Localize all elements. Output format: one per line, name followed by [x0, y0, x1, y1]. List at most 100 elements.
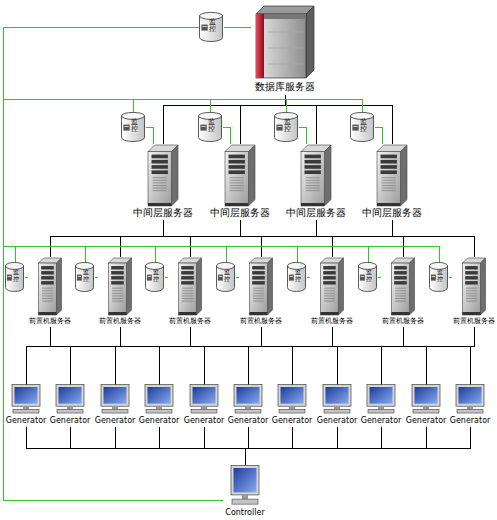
monitor-line: [4, 247, 298, 501]
monitor-glyph: [201, 126, 205, 128]
drive-bay: [305, 165, 321, 169]
shape-group: [323, 385, 351, 414]
node-shape: [49, 384, 91, 415]
node-label: 前置机服务器: [305, 315, 359, 326]
server-front: [109, 263, 127, 315]
network-line: [164, 220, 404, 257]
shape-group: [250, 258, 273, 315]
drive-bay: [252, 271, 265, 274]
shape-group: [6, 262, 24, 291]
network-line: [393, 220, 475, 257]
vent-line: [324, 293, 335, 294]
server-node: 中间层服务器: [209, 143, 271, 219]
vent-line: [253, 288, 264, 289]
node-shape: [167, 256, 213, 315]
monitor-cylinder: 监控: [287, 262, 306, 292]
network-line: [427, 327, 475, 385]
monitor-screen: [459, 387, 482, 404]
vent-line: [112, 293, 123, 294]
cylinder-body: [275, 116, 298, 142]
server-side: [248, 145, 255, 206]
network-line: [317, 220, 404, 257]
drive-bay: [305, 155, 321, 159]
vent-line: [382, 180, 396, 181]
network-line: [116, 327, 262, 385]
monitor-glyph: [123, 125, 129, 131]
monitor-line: [375, 128, 383, 144]
node-label: 中间层服务器: [128, 206, 198, 219]
drive-bay: [305, 160, 321, 164]
vent-line: [153, 190, 167, 191]
shape-group: [217, 262, 235, 291]
server-base: [148, 203, 171, 206]
network-line: [191, 327, 471, 385]
node-shape: [209, 143, 271, 206]
vent-line: [253, 293, 264, 294]
network-line: [191, 220, 393, 257]
node-label: Generator: [179, 415, 229, 426]
network-line: [333, 327, 427, 385]
network-line: [249, 327, 475, 385]
node-label: 前置机服务器: [447, 315, 497, 326]
server-node: 中间层服务器: [132, 143, 194, 219]
drive-bay: [252, 266, 265, 269]
monitor-cylinder: 监控: [358, 262, 377, 292]
monitor-bezel: [101, 385, 129, 407]
vent-line: [324, 288, 335, 289]
network-line: [27, 327, 475, 385]
node-label: Generator: [401, 415, 451, 426]
network-line: [121, 327, 427, 385]
monitor-line: [4, 100, 287, 501]
shape-group: [430, 262, 448, 291]
monitor-glyph: [201, 25, 207, 31]
cylinder-body: [359, 266, 377, 292]
monitor-line: [4, 28, 223, 501]
monitor-label: 监控: [153, 269, 160, 282]
network-line: [71, 427, 246, 466]
cylinder-body: [122, 116, 145, 142]
cabinet-side: [306, 6, 314, 78]
vent-line: [324, 301, 335, 302]
vent-line: [182, 288, 193, 289]
network-line: [205, 327, 333, 385]
server-side: [126, 258, 131, 315]
cabinet-header: [264, 14, 306, 19]
monitor-line: [4, 100, 363, 501]
vent-line: [42, 293, 53, 294]
server-front: [250, 263, 268, 315]
panel-line: [268, 48, 303, 49]
vent-line: [230, 177, 244, 178]
network-line: [121, 220, 393, 257]
network-line: [116, 327, 333, 385]
network-line: [404, 327, 427, 385]
server-node: 前置机服务器: [97, 256, 143, 326]
network-line: [317, 220, 333, 257]
network-line: [121, 327, 471, 385]
drive-bay: [229, 170, 245, 174]
server-base: [225, 203, 248, 206]
monitor-glyph: [124, 126, 128, 128]
network-line: [293, 327, 333, 385]
monitor-glyph: [148, 276, 151, 278]
network-line: [27, 427, 246, 466]
monitor-glyph: [431, 275, 436, 281]
monitor-base: [191, 409, 217, 413]
shape-group: [109, 258, 132, 315]
network-line: [164, 220, 475, 257]
drive-bay: [381, 170, 397, 174]
server-node: 中间层服务器: [285, 143, 347, 219]
cylinder-body: [146, 266, 164, 292]
server-side: [267, 258, 272, 315]
network-line: [71, 327, 121, 385]
monitor-neck: [289, 406, 295, 409]
shape-group: [234, 385, 262, 414]
drive-bay: [394, 276, 407, 279]
monitor-base: [235, 409, 261, 413]
network-line: [160, 327, 404, 385]
vent-line: [112, 298, 123, 299]
cylinder-body: [430, 266, 448, 292]
network-line: [116, 327, 404, 385]
monitor-glyph: [289, 275, 294, 281]
monitor-base: [146, 409, 172, 413]
monitor-line: [224, 27, 251, 28]
